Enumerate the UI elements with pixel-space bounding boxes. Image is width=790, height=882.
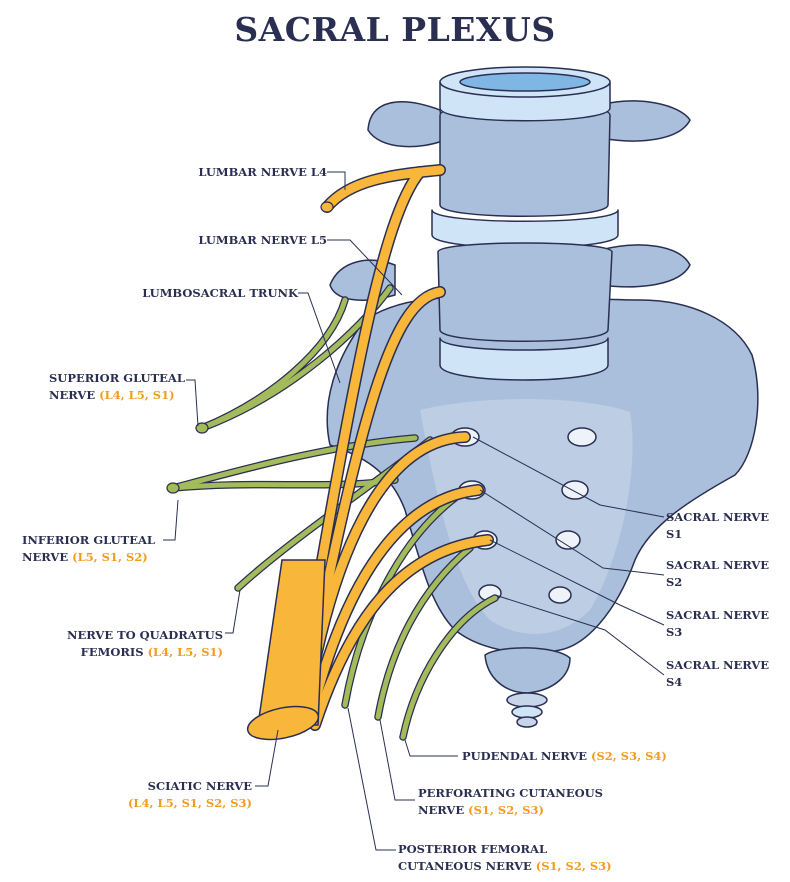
label-posterior-femoral-cutaneous-nerve: POSTERIOR FEMORAL CUTANEOUS NERVE (S1, S…	[398, 842, 612, 873]
label-pudendal-nerve: PUDENDAL NERVE (S2, S3, S4)	[462, 749, 667, 763]
sciatic-cut-end	[246, 705, 320, 741]
label-nerve-to-quadratus-femoris: NERVE TO QUADRATUS FEMORIS (L4, L5, S1)	[66, 628, 223, 659]
foramen-s1-right	[567, 427, 597, 447]
label-inferior-gluteal-nerve: INFERIOR GLUTEAL NERVE (L5, S1, S2)	[22, 533, 155, 564]
sacrum-face	[420, 398, 633, 634]
perforating-cutaneous-nerve	[375, 545, 473, 720]
foramen-s2-right	[561, 480, 589, 500]
label-sacral-nerve-s3: SACRAL NERVE S3	[666, 608, 770, 639]
label-sacral-nerve-s4: SACRAL NERVE S4	[666, 658, 770, 689]
leader-lines	[163, 171, 665, 851]
label-lumbosacral-trunk: LUMBOSACRAL TRUNK	[142, 286, 298, 300]
coccyx-tip	[506, 692, 548, 708]
sacral-nerve-s3	[310, 535, 493, 730]
label-superior-gluteal-nerve: SUPERIOR GLUTEAL NERVE (L4, L5, S1)	[49, 371, 185, 402]
coccyx	[484, 647, 571, 694]
diagram-title: SACRAL PLEXUS	[234, 10, 556, 49]
foramen-s4-right	[548, 586, 572, 604]
sacral-nerve-s2	[305, 485, 483, 725]
l4-transverse-process	[367, 101, 446, 148]
l5-s1-disc	[439, 337, 609, 381]
main-nerves	[166, 164, 494, 741]
inferior-gluteal-nerve	[170, 435, 418, 491]
label-perforating-cutaneous-nerve: PERFORATING CUTANEOUS NERVE (S1, S2, S3)	[418, 786, 603, 817]
label-sciatic-nerve: SCIATIC NERVE (L4, L5, S1, S2, S3)	[127, 779, 252, 810]
label-sacral-nerve-s2: SACRAL NERVE S2	[666, 558, 770, 589]
label-lumbar-nerve-l4: LUMBAR NERVE L4	[198, 165, 327, 179]
label-sacral-nerve-s1: SACRAL NERVE S1	[666, 510, 770, 541]
l5-vertebra	[437, 242, 613, 342]
label-lumbar-nerve-l5: LUMBAR NERVE L5	[198, 233, 327, 247]
lumbar-nerve-l4	[322, 165, 445, 212]
foramen-s3-right	[555, 530, 581, 550]
pudendal-nerve	[400, 595, 498, 740]
sciatic-nerve	[257, 559, 326, 726]
